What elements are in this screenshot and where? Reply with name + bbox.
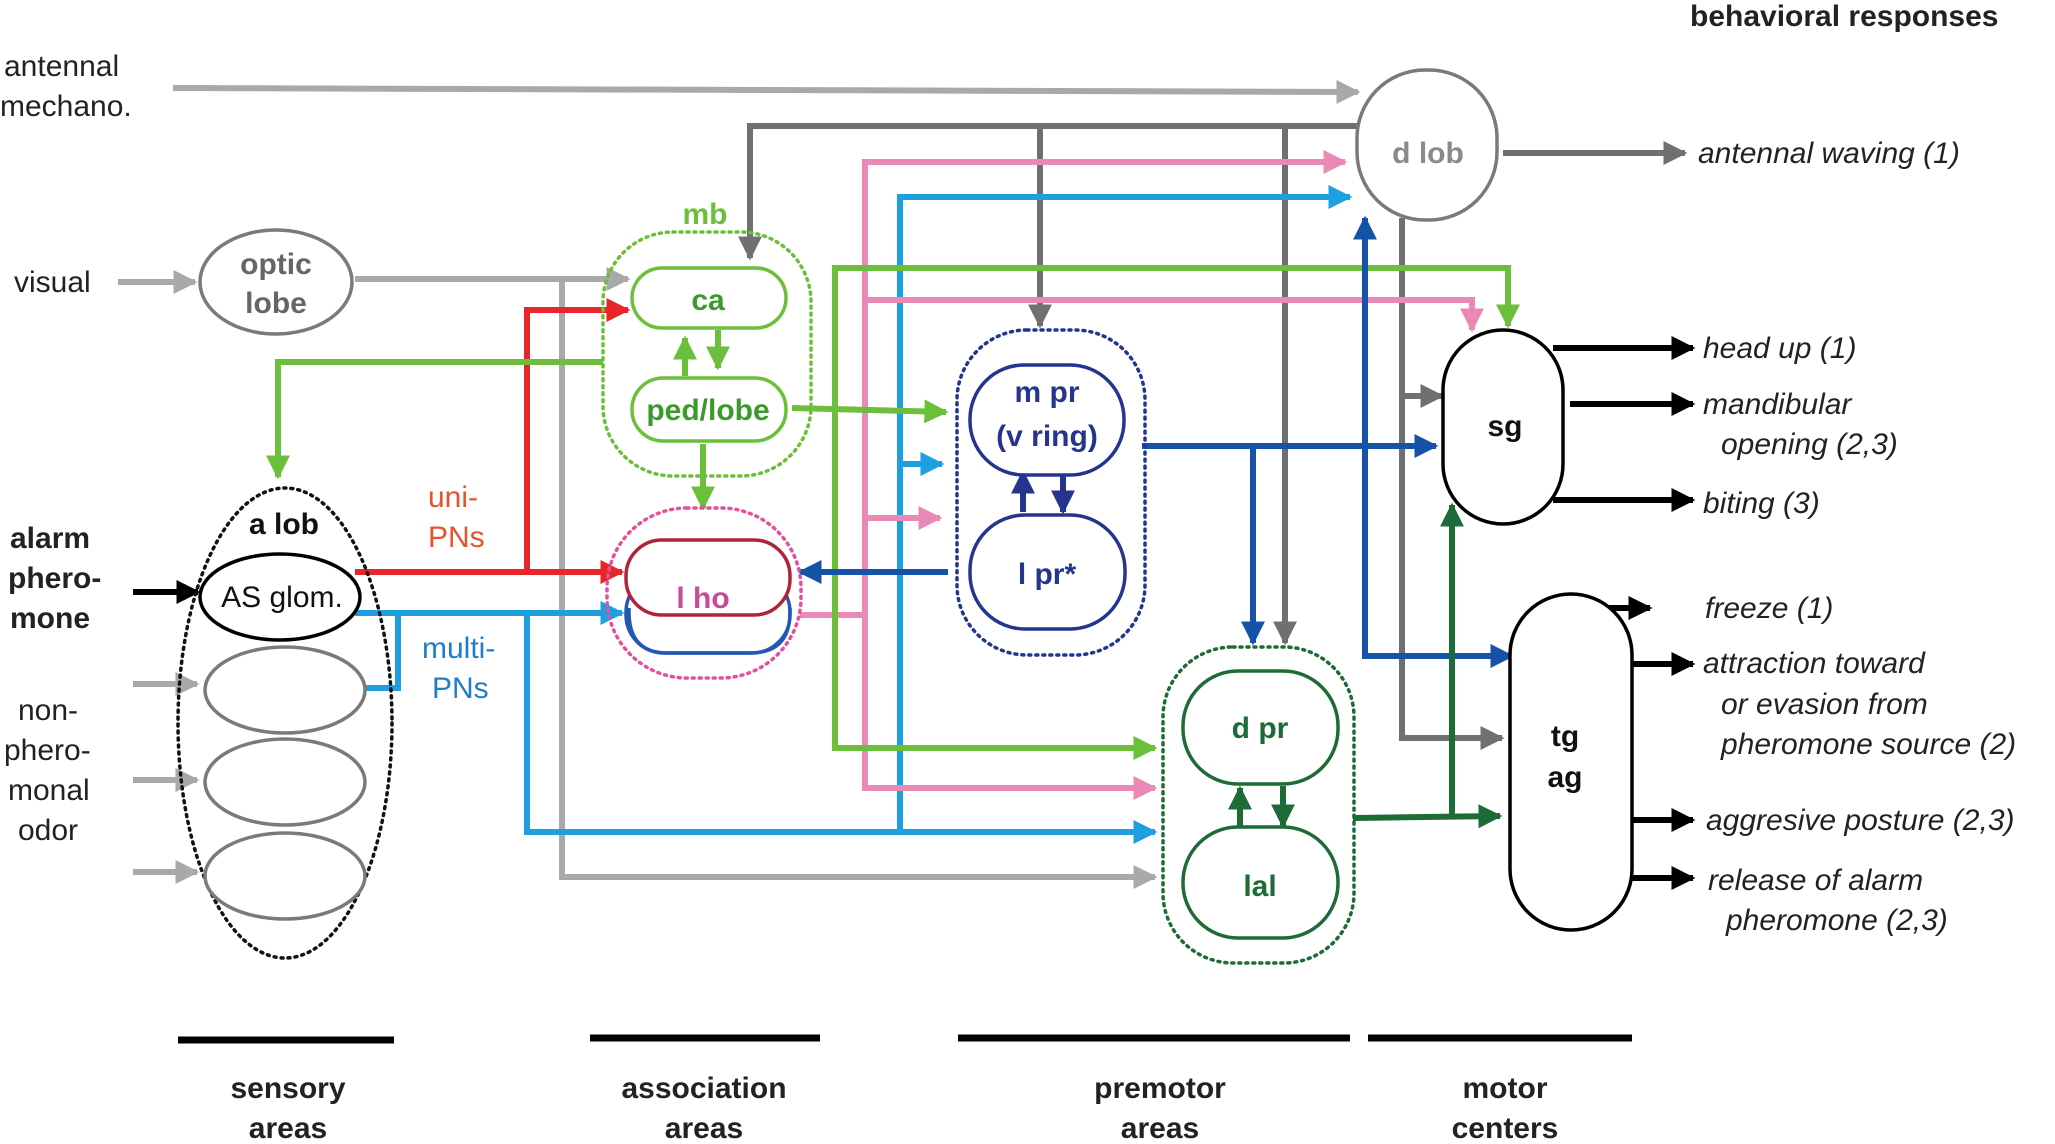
- arrow-dlob-to-tgag: [1399, 396, 1505, 750]
- input-nonphero-4: odor: [18, 814, 78, 847]
- input-antennal-2: mechano.: [0, 90, 132, 123]
- response-antennal-waving: antennal waving (1): [1698, 137, 1960, 170]
- area-association-1: association: [621, 1072, 786, 1105]
- optic-label-1: optic: [240, 248, 312, 281]
- response-freeze: freeze (1): [1705, 592, 1833, 625]
- tgag-node: [1508, 592, 1634, 932]
- arrow-ped-to-mpr: [791, 399, 949, 424]
- area-premotor-1: premotor: [1094, 1072, 1226, 1105]
- area-sensory-1: sensory: [230, 1072, 345, 1105]
- alob-region: [176, 486, 394, 960]
- dlob-node: [1355, 68, 1499, 222]
- asglom-label: AS glom.: [221, 581, 343, 614]
- response-biting: biting (3): [1703, 487, 1820, 520]
- area-association-2: areas: [665, 1112, 743, 1144]
- input-nonphero-1: non-: [18, 694, 78, 727]
- area-premotor-2: areas: [1121, 1112, 1199, 1144]
- ped-node: [630, 376, 788, 443]
- arrow-mpr-to-tgag: [1362, 446, 1515, 668]
- area-sensory-2: areas: [249, 1112, 327, 1144]
- optic-label-2: lobe: [245, 287, 307, 320]
- arrow-multi-glom-link: [360, 610, 401, 691]
- response-attraction-1: attraction toward: [1703, 647, 1926, 680]
- response-attraction-3: pheromone source (2): [1720, 728, 2016, 761]
- arrow-multi-to-dlob: [897, 185, 1353, 832]
- tgag-label-1: tg: [1551, 720, 1579, 753]
- optic-lobe-node: [198, 228, 354, 336]
- arrow-multi-to-dpr: [524, 613, 1158, 844]
- multi-label-2: PNs: [432, 672, 489, 705]
- uni-label-2: PNs: [428, 521, 485, 554]
- arrow-antennal-to-dlob: [172, 79, 1361, 104]
- lpr-node: [968, 513, 1127, 631]
- response-mandibular-2: opening (2,3): [1721, 428, 1898, 461]
- arrow-optic-to-lal: [559, 279, 1158, 889]
- mpr-label-1: m pr: [1014, 376, 1079, 409]
- arrow-green-to-sg: [832, 265, 1520, 408]
- response-release-2: pheromone (2,3): [1725, 904, 1948, 937]
- area-motor-1: motor: [1463, 1072, 1548, 1105]
- sg-label: sg: [1487, 410, 1522, 443]
- asglom-node: [198, 552, 362, 642]
- response-head-up: head up (1): [1703, 332, 1856, 365]
- dpr-node: [1181, 669, 1340, 786]
- arrow-uni-to-ca: [524, 298, 631, 572]
- premotor-region: [955, 328, 1147, 657]
- arrow-mb-to-alob: [266, 359, 603, 480]
- mpr-node: [968, 363, 1126, 477]
- response-aggressive: aggresive posture (2,3): [1706, 804, 2015, 837]
- response-release-1: release of alarm: [1708, 864, 1923, 897]
- lal-region: [1161, 645, 1356, 965]
- arrow-lho-pink-out: [800, 612, 1158, 800]
- dpr-label: d pr: [1232, 712, 1289, 745]
- mb-label: mb: [683, 198, 728, 231]
- mpr-label-2: (v ring): [996, 420, 1098, 453]
- dlob-label: d lob: [1392, 137, 1464, 170]
- lal-label: lal: [1243, 870, 1276, 903]
- input-nonphero-3: monal: [8, 774, 90, 807]
- uni-label-1: uni-: [428, 481, 478, 514]
- glom-node-3: [203, 737, 367, 827]
- lho-region: [605, 506, 803, 680]
- input-alarm-3: mone: [10, 602, 90, 635]
- glom-node-4: [203, 831, 367, 921]
- ca-label: ca: [691, 284, 725, 317]
- input-alarm-1: alarm: [10, 522, 90, 555]
- arrow-pink-to-dlob: [862, 150, 1348, 615]
- ped-label: ped/lobe: [646, 394, 769, 427]
- multi-label-1: multi-: [422, 632, 495, 665]
- lpr-label: l pr*: [1018, 558, 1077, 591]
- header-title: behavioral responses: [1690, 0, 1998, 33]
- lho-label: l ho: [676, 582, 729, 615]
- response-attraction-2: or evasion from: [1721, 688, 1928, 721]
- lho-node-blue-top: [627, 608, 792, 655]
- arrow-lal-to-tgag: [1352, 804, 1503, 829]
- input-antennal-1: antennal: [4, 50, 119, 83]
- arrow-dlob-to-ca: [738, 123, 1365, 261]
- connections: [118, 79, 1696, 890]
- lho-node-red: [624, 538, 792, 617]
- mb-region: [601, 230, 813, 478]
- area-motor-2: centers: [1452, 1112, 1559, 1144]
- lal-node: [1181, 825, 1340, 940]
- arrow-pink-to-sg: [865, 297, 1484, 333]
- area-bars: [178, 1034, 1632, 1044]
- alob-label: a lob: [249, 508, 319, 541]
- input-alarm-2: phero-: [8, 562, 101, 595]
- nodes: [198, 68, 1634, 940]
- input-nonphero-2: phero-: [4, 734, 91, 767]
- sg-node: [1441, 328, 1565, 526]
- arrow-dlob-to-sg: [1399, 218, 1445, 408]
- ca-node: [630, 266, 788, 330]
- tgag-label-2: ag: [1547, 761, 1582, 794]
- regions: [176, 230, 1356, 965]
- response-mandibular-1: mandibular: [1703, 388, 1852, 421]
- glom-node-2: [203, 645, 367, 735]
- input-visual: visual: [14, 266, 91, 299]
- arrow-ped-to-dpr: [832, 408, 1158, 760]
